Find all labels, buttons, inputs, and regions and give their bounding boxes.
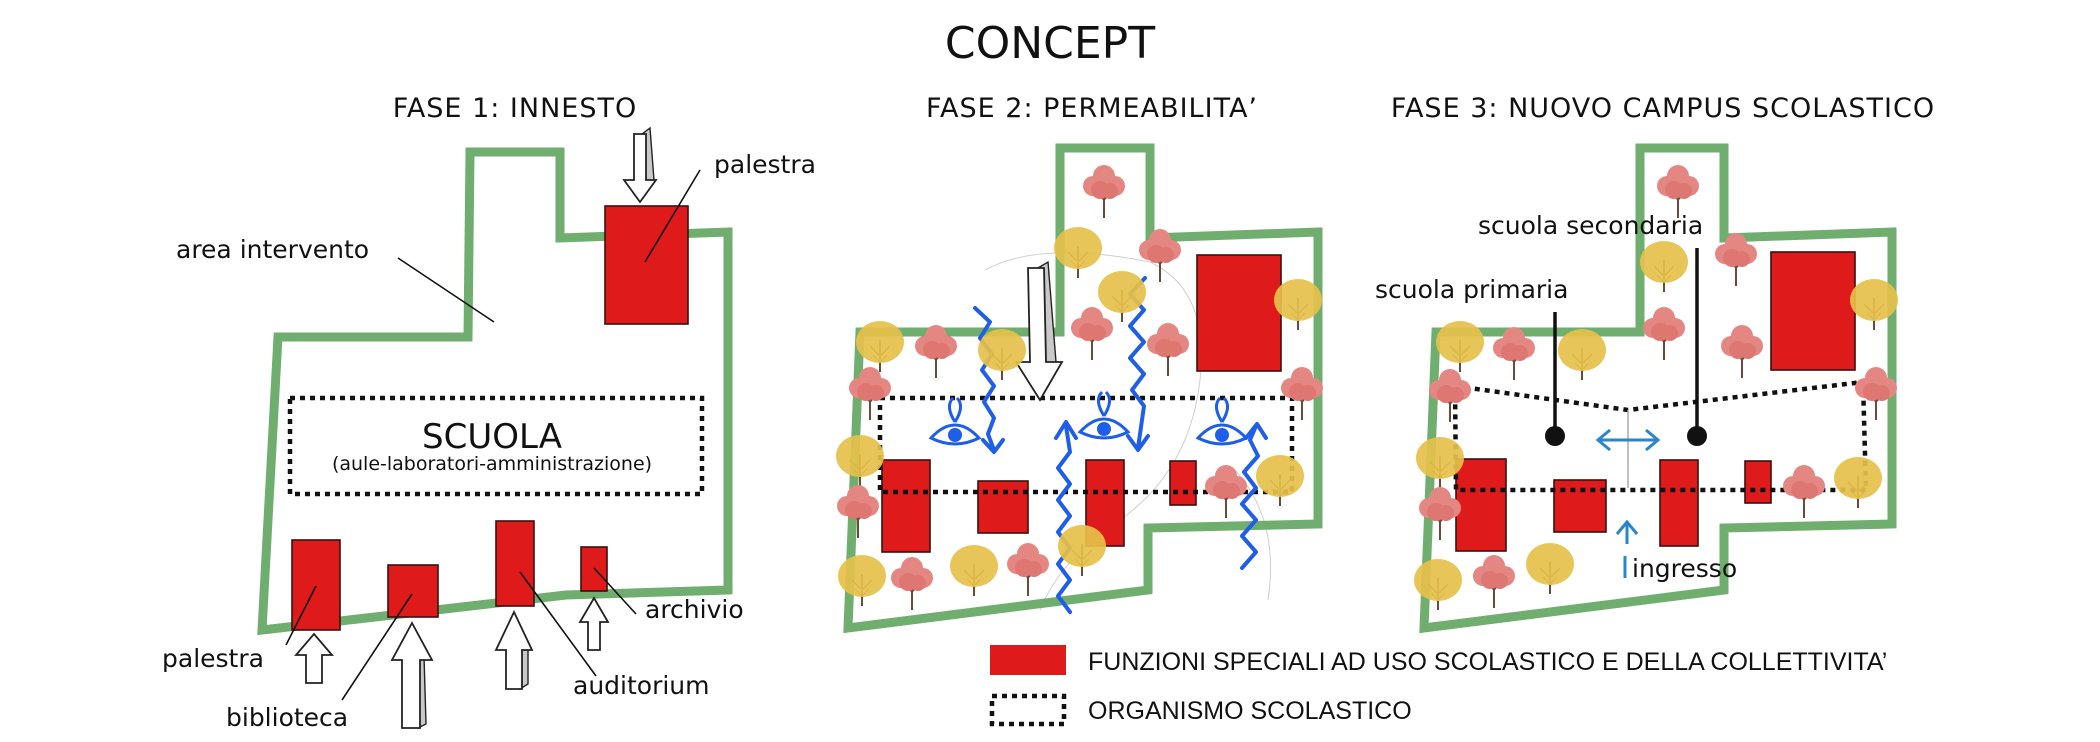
diagram-title: CONCEPT <box>945 18 1155 69</box>
phase2-tree-icon <box>835 434 885 487</box>
legend-school-organism-label: ORGANISMO SCOLASTICO <box>1088 697 1412 725</box>
phase1-area-leader <box>397 257 495 323</box>
phase1-palestra-top-label: palestra <box>714 150 816 179</box>
phase3-ingresso-label: ingresso <box>1632 554 1737 583</box>
phase3-tree-icon <box>1435 320 1485 373</box>
phase3-site-outline <box>1419 143 1897 634</box>
legend: FUNZIONI SPECIALI AD USO SCOLASTICO E DE… <box>989 645 1887 727</box>
phase3-double-arrow-icon <box>1595 428 1661 452</box>
phase1-arrow-top-icon <box>622 126 658 204</box>
phase3-tree-icon <box>1557 328 1607 381</box>
phase2-tree-icon <box>1006 542 1050 597</box>
phase2-wave-head-2 <box>1054 420 1078 440</box>
phase2-panel <box>835 143 1324 634</box>
phase3-auditorium-block <box>1659 459 1699 547</box>
phase3-tree-icon <box>1782 464 1826 519</box>
phase2-palestra-block <box>1196 254 1282 372</box>
phase2-eye-icon-3 <box>1196 396 1248 446</box>
phase1-arrow-palestra-icon <box>294 632 334 684</box>
phase3-palestra-block <box>1770 251 1856 371</box>
legend-school-organism-swatch <box>989 693 1067 727</box>
phase1-auditorium-label: auditorium <box>573 671 710 700</box>
phase2-arrow-icon <box>1014 260 1064 402</box>
phase2-tree-icon <box>1255 454 1305 507</box>
phase3-title: FASE 3: NUOVO CAMPUS SCOLASTICO <box>1391 93 1935 124</box>
phase2-wave-head-4 <box>1244 422 1268 440</box>
phase1-area-label: area intervento <box>176 235 369 264</box>
phase3-tree-icon <box>1525 542 1575 595</box>
phase3-primaria-label: scuola primaria <box>1375 275 1568 304</box>
phase3-secondaria-label: scuola secondaria <box>1478 211 1703 240</box>
phase2-wave-head-1 <box>981 438 1005 454</box>
phase1-archivio-leader <box>593 567 637 615</box>
phase2-eye-icon-1 <box>929 396 981 446</box>
phase2-biblioteca-block <box>977 480 1029 534</box>
phase2-palestra-bottom-block <box>881 459 931 553</box>
phase2-tree-icon <box>1070 306 1114 361</box>
phase1-arrow-auditorium-icon <box>494 609 534 691</box>
phase2-title: FASE 2: PERMEABILITA’ <box>926 93 1258 124</box>
phase2-wave-icon-1 <box>973 306 996 452</box>
phase2-wave-head-3 <box>1126 434 1150 452</box>
phase1-biblioteca-label: biblioteca <box>226 703 348 732</box>
phase1-school-name: SCUOLA <box>422 417 562 457</box>
phase1-auditorium-block <box>495 520 535 607</box>
phase2-tree-icon <box>949 544 999 597</box>
phase1-biblioteca-block <box>387 564 439 618</box>
phase1-palestra-bottom-leader <box>285 585 317 646</box>
phase1-arrow-biblioteca-icon <box>390 621 434 730</box>
phase3-tree-icon <box>1472 554 1516 609</box>
phase1-palestra-bottom-label: palestra <box>162 644 264 673</box>
phase2-wave-icon-2 <box>1056 424 1072 614</box>
phase1-auditorium-leader <box>519 571 597 677</box>
phase2-tree-icon <box>1082 164 1126 219</box>
phase2-tree-icon <box>1146 322 1190 377</box>
phase3-tree-icon <box>1720 324 1764 379</box>
phase3-tree-icon <box>1639 240 1689 293</box>
phase2-tree-icon <box>836 484 880 539</box>
phase3-primaria-dot <box>1545 426 1565 446</box>
phase3-archivio-block <box>1744 460 1772 504</box>
phase1-archivio-label: archivio <box>645 595 744 624</box>
legend-special-functions-swatch <box>990 645 1066 675</box>
phase1-school-sub: (aule-laboratori-amministrazione) <box>332 453 652 475</box>
phase1-site-outline <box>257 147 733 636</box>
phase1-arrow-archivio-icon <box>578 596 610 651</box>
phase1-panel: palestra area intervento SCUOLA (aule-la… <box>162 126 816 732</box>
phase2-wave-icon-4 <box>1240 424 1260 570</box>
phase1-title: FASE 1: INNESTO <box>393 93 637 124</box>
phase1-palestra-top-leader <box>644 169 701 263</box>
phase1-palestra-bottom-block <box>291 539 341 631</box>
legend-special-functions-label: FUNZIONI SPECIALI AD USO SCOLASTICO E DE… <box>1088 648 1887 676</box>
phase3-panel: scuola secondaria scuola primaria ingres… <box>1375 143 1899 634</box>
phase3-palestra-bottom-block <box>1455 458 1507 552</box>
phase1-school-outline <box>287 395 705 497</box>
phase1-biblioteca-leader <box>341 593 413 701</box>
phase2-tree-icon <box>855 320 905 373</box>
phase2-archivio-block <box>1169 460 1197 506</box>
phase3-tree-icon <box>1833 456 1883 509</box>
phase3-entrance-arrow-icon <box>1615 519 1639 578</box>
phase3-secondaria-dot <box>1687 426 1707 446</box>
phase1-palestra-top-block <box>604 205 689 325</box>
phase3-tree-icon <box>1642 306 1686 361</box>
phase2-tree-icon <box>1204 464 1248 519</box>
phase2-tree-icon <box>890 556 934 611</box>
